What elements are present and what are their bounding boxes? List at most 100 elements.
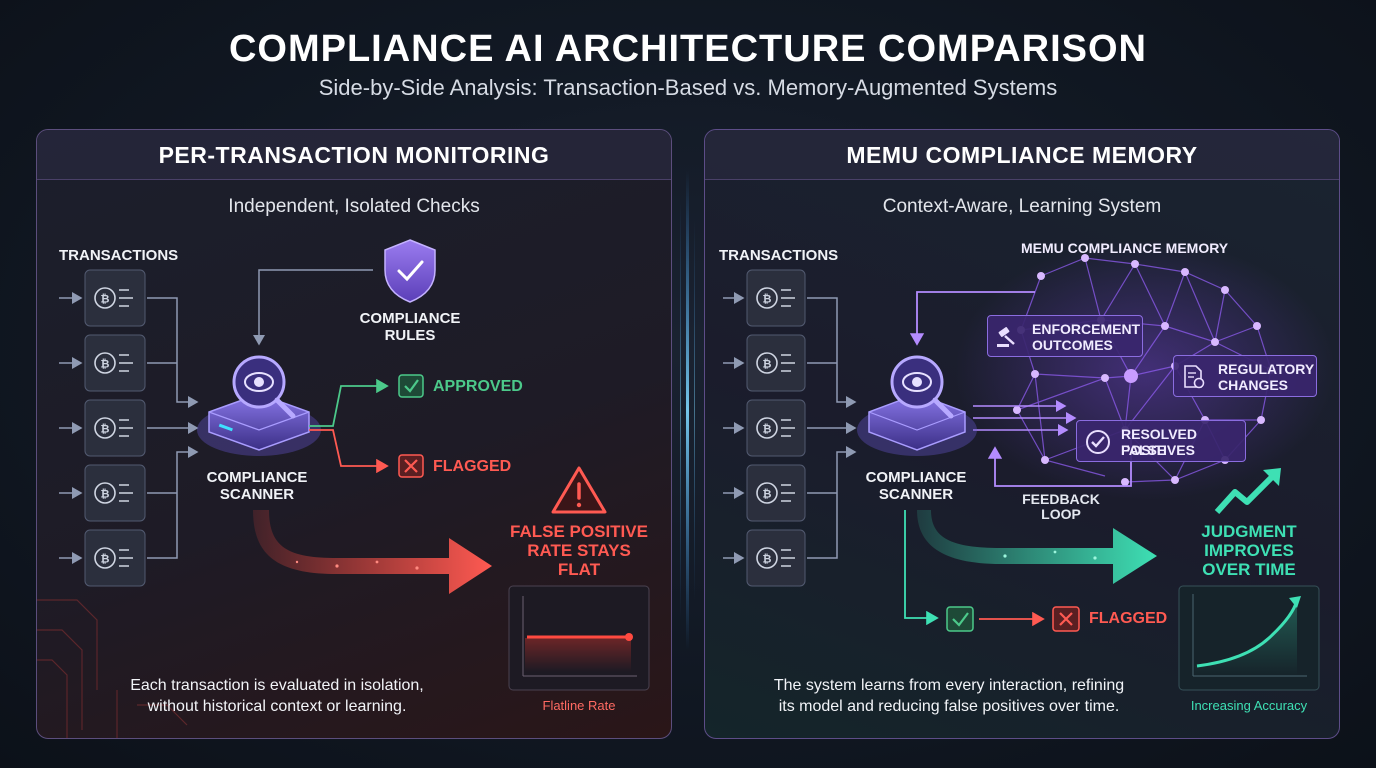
document-gear-icon [1184,365,1205,389]
transactions-label: TRANSACTIONS [59,247,179,264]
card-label: REGULATORY [1218,361,1315,377]
footer-line: Each transaction is evaluated in isolati… [130,677,424,694]
false-positive-result: FALSE POSITIVE RATE STAYS FLAT [499,522,659,579]
card-label: CHANGES [1218,377,1289,393]
shield-check-icon [384,239,436,303]
svg-text:₿: ₿ [763,359,772,371]
regulatory-changes-card: REGULATORY CHANGES [1173,355,1317,397]
left-footer: Each transaction is evaluated in isolati… [67,675,487,717]
x-icon [1052,606,1080,632]
compliance-scanner-label: COMPLIANCE SCANNER [851,469,981,503]
transaction-connectors [807,297,857,559]
transaction-list: ₿ ₿ ₿ ₿ [746,269,806,587]
check-icon [946,606,974,632]
resolved-false-positives-card: RESOLVED FALSE POSITIVES [1076,420,1246,462]
flatline-chart [508,585,650,691]
memory-label: MEMU COMPLIANCE MEMORY [1021,240,1229,256]
svg-text:₿: ₿ [101,294,110,306]
footer-line: without historical context or learning. [147,698,407,715]
check-icon [398,374,424,398]
scanner-eye-icon [197,355,321,456]
card-label: ENFORCEMENT [1032,321,1141,337]
transaction-item: ₿ [84,334,146,392]
flagged-connector [309,429,389,474]
transaction-item: ₿ [84,529,146,587]
card-label: OUTCOMES [1032,337,1113,353]
approved-connector [904,510,939,626]
svg-text:₿: ₿ [763,294,772,306]
incoming-arrows [723,292,745,564]
rules-connector [253,269,373,346]
incoming-arrows [59,292,83,564]
transaction-item: ₿ [746,464,806,522]
false-positive-arrow [253,510,492,594]
scanner-label-line: SCANNER [878,486,954,503]
warning-icon [551,466,607,514]
scanner-label-line: SCANNER [219,486,295,503]
scanner-label-line: COMPLIANCE [206,469,308,486]
feedback-loop-label: FEEDBACK LOOP [1011,492,1111,522]
trend-up-icon [1214,468,1281,515]
svg-text:₿: ₿ [763,554,772,566]
card-label: POSITIVES [1121,442,1195,458]
enforcement-outcomes-card: ENFORCEMENT OUTCOMES [987,315,1143,357]
learning-arrow [917,510,1157,584]
memory-connector [909,291,1035,346]
sparkles [1003,550,1097,560]
flagged-label: FLAGGED [433,458,512,475]
transaction-item: ₿ [84,269,146,327]
accuracy-chart [1178,585,1320,691]
sparkles [295,560,419,570]
svg-text:₿: ₿ [101,489,110,501]
scanner-memory-links [973,400,1077,436]
page-title: COMPLIANCE AI ARCHITECTURE COMPARISON [228,28,1148,70]
left-panel: PER-TRANSACTION MONITORING Independent, … [36,129,672,739]
transactions-label: TRANSACTIONS [719,247,839,264]
approved-connector [309,378,389,427]
compliance-rules-label: COMPLIANCE RULES [350,310,470,344]
judgment-result: JUDGMENT IMPROVES OVER TIME [1171,522,1327,579]
right-panel-subheader: Context-Aware, Learning System [882,196,1162,217]
left-flow-diagram: ₿ ₿ ₿ ₿ [37,239,650,738]
right-flow-diagram: ₿ ₿ ₿ ₿ [723,240,1335,691]
scanner-eye-icon [857,355,977,456]
rules-label-line: COMPLIANCE [359,310,461,327]
approved-label: APPROVED [433,378,523,395]
svg-text:₿: ₿ [101,359,110,371]
circuit-traces [37,599,188,738]
result-line: OVER TIME [1202,560,1296,579]
result-line: RATE STAYS [527,541,631,560]
svg-text:₿: ₿ [763,424,772,436]
check-circle-icon [1086,430,1110,454]
transaction-item: ₿ [746,529,806,587]
result-line: FLAT [557,560,601,579]
feedback-label-line: FEEDBACK [1022,491,1100,507]
page-subtitle: Side-by-Side Analysis: Transaction-Based… [318,75,1058,100]
svg-text:₿: ₿ [763,489,772,501]
transaction-item: ₿ [746,334,806,392]
right-panel-header: MEMU COMPLIANCE MEMORY [705,130,1339,180]
footer-line: The system learns from every interaction… [773,677,1125,694]
result-line: FALSE POSITIVE [510,522,648,541]
result-line: JUDGMENT [1201,522,1297,541]
svg-text:₿: ₿ [101,424,110,436]
transaction-item: ₿ [84,399,146,457]
rules-label-line: RULES [384,327,436,344]
transaction-item: ₿ [746,269,806,327]
result-line: IMPROVES [1204,541,1294,560]
accuracy-chart-caption: Increasing Accuracy [1190,698,1308,713]
transaction-list: ₿ ₿ ₿ ₿ [84,269,146,587]
transaction-connectors [147,297,199,559]
transaction-item: ₿ [84,464,146,522]
footer-line: its model and reducing false positives o… [778,698,1120,715]
left-panel-header: PER-TRANSACTION MONITORING [37,130,671,180]
flatline-chart-caption: Flatline Rate [542,698,616,713]
svg-text:₿: ₿ [101,554,110,566]
x-icon [398,454,424,478]
feedback-label-line: LOOP [1041,506,1081,522]
right-panel: MEMU COMPLIANCE MEMORY Context-Aware, Le… [704,129,1340,739]
flagged-label: FLAGGED [1089,610,1168,627]
transaction-item: ₿ [746,399,806,457]
compliance-scanner-label: COMPLIANCE SCANNER [192,469,322,503]
